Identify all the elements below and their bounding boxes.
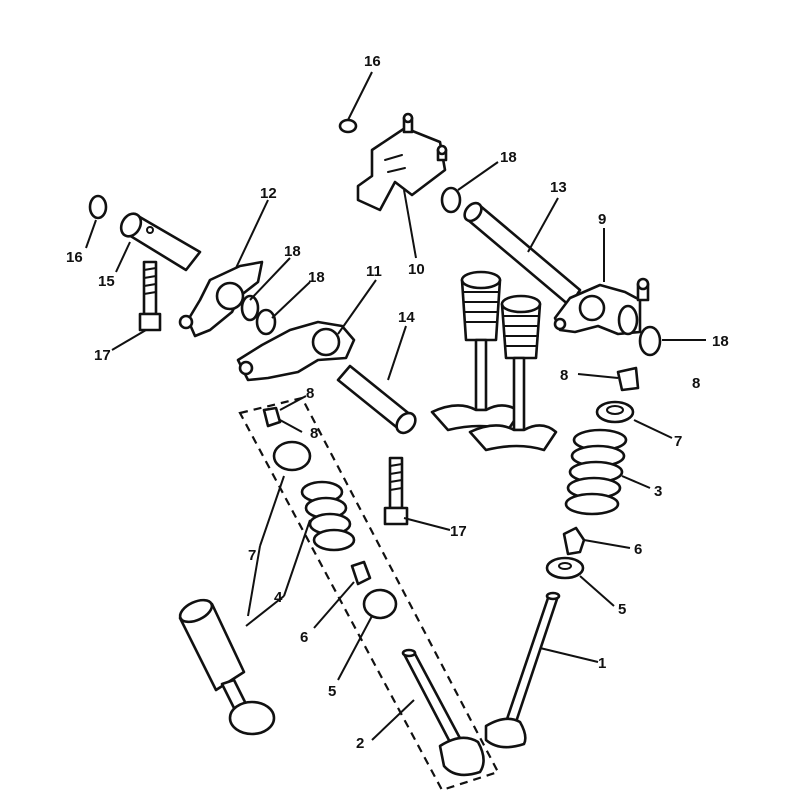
o-ring-part-18-mid-a: [240, 294, 260, 322]
callout-label: 2: [356, 735, 364, 752]
spring-seat-part-5-left: [362, 588, 398, 620]
valve-part-2: [401, 648, 485, 777]
callout-label: 13: [550, 179, 567, 196]
leader-lines: [85, 71, 706, 741]
callout-label: 16: [66, 249, 83, 266]
o-ring-part-18-mid-b: [255, 308, 277, 336]
valve-spring-part-3: [564, 428, 628, 516]
rocker-shaft-part-13: [463, 201, 582, 308]
callout-label: 4: [274, 589, 283, 606]
rocker-shaft-part-14: [336, 364, 417, 435]
callout-label: 12: [260, 185, 277, 202]
rocker-arm-part-11: [236, 320, 356, 382]
o-ring-part-18-right: [638, 325, 662, 357]
valve-stem-seal-part-6-left: [350, 560, 372, 586]
callout-label: 7: [248, 547, 256, 564]
o-ring-part-18-top: [440, 186, 462, 214]
spring-seat-part-5-right: [545, 556, 585, 580]
tappet-valve-pair: [430, 270, 558, 452]
tappet-valve-lower-left: [178, 598, 276, 736]
valve-keeper-part-8-right: [616, 366, 640, 392]
callout-label: 5: [328, 683, 336, 700]
bolt-part-17-left: [138, 260, 162, 332]
callout-labels: 16 18 13 12 9 16 10 18 18 15 11 14 18 17…: [66, 53, 729, 752]
exploded-valve-group: [262, 406, 485, 777]
callout-label: 8: [306, 385, 314, 402]
o-ring-part-16-left: [88, 194, 108, 220]
spring-retainer-part-7-right: [595, 400, 635, 424]
callout-label: 15: [98, 273, 115, 290]
rocker-arm-part-9: [553, 277, 650, 336]
callout-label: 6: [634, 541, 642, 558]
valve-part-1: [484, 591, 561, 749]
rocker-arm-part-12: [178, 260, 264, 338]
callout-label: 11: [366, 263, 382, 280]
exploded-group-outline: [238, 396, 500, 792]
spring-retainer-part-7-left: [272, 440, 312, 472]
callout-label: 17: [450, 523, 467, 540]
callout-label: 8: [560, 367, 568, 384]
callout-label: 3: [654, 483, 662, 500]
callout-label: 7: [674, 433, 682, 450]
callout-label: 6: [300, 629, 308, 646]
callout-label: 16: [364, 53, 381, 70]
callout-label: 10: [408, 261, 425, 278]
valve-stem-seal-part-6-right: [562, 526, 586, 556]
callout-label: 18: [712, 333, 729, 350]
callout-label: 18: [500, 149, 517, 166]
valve-keeper-part-8-left: [262, 406, 282, 428]
rocker-pedestal-part-10: [338, 112, 448, 212]
callout-label: 8: [310, 425, 318, 442]
rocker-shaft-part-15: [119, 212, 202, 272]
callout-label: 17: [94, 347, 111, 364]
callout-label: 9: [598, 211, 606, 228]
callout-label: 8: [692, 375, 700, 392]
callout-label: 1: [598, 655, 606, 672]
callout-label: 5: [618, 601, 626, 618]
bolt-part-17-mid: [383, 456, 409, 526]
callout-label: 14: [398, 309, 415, 326]
callout-label: 18: [308, 269, 325, 286]
callout-label: 18: [284, 243, 301, 260]
valve-spring-part-4: [300, 480, 356, 552]
